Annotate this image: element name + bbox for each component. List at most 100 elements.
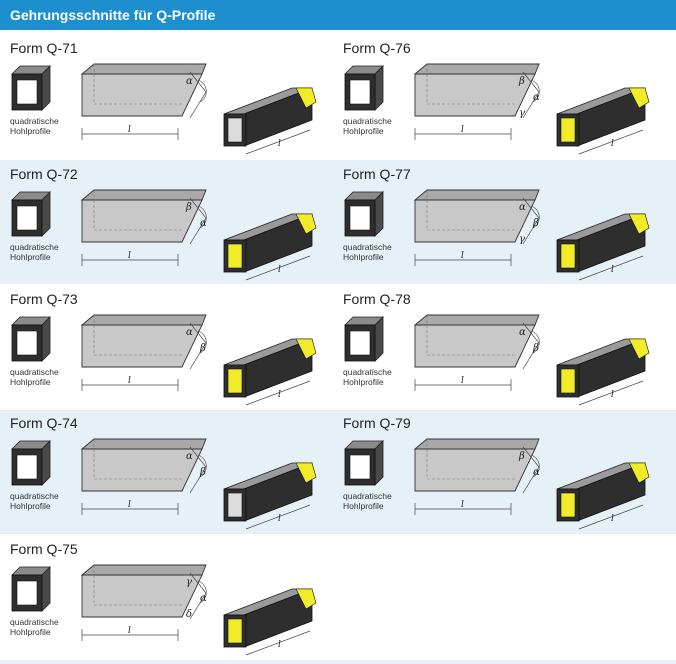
form-title: Form Q-71 [10, 40, 78, 56]
iso-length-line [245, 129, 311, 155]
front-opening [227, 492, 243, 518]
angle-label: γ [519, 234, 525, 245]
iso-view: l [556, 87, 650, 155]
angle-label: γ [186, 577, 192, 588]
profile-icon [11, 440, 51, 486]
angle-wedge [522, 71, 540, 119]
plan-body [414, 199, 536, 243]
icon-side-face [41, 566, 51, 612]
plan-top [80, 63, 207, 75]
angle-wedge [189, 322, 207, 370]
angle-label: β [532, 343, 539, 354]
length-label: l [128, 500, 131, 510]
plan-view: l [413, 63, 540, 140]
front-opening [227, 117, 243, 143]
form-diagram: l γαδ l [11, 564, 317, 656]
length-label: l [461, 251, 464, 261]
angle-arc [530, 79, 540, 103]
plan-body [81, 199, 203, 243]
iso-length-label: l [278, 640, 281, 650]
angle-markers: αβ [186, 446, 207, 494]
form-title: Form Q-76 [343, 40, 411, 56]
length-label: l [461, 500, 464, 510]
icon-side-face [41, 191, 51, 237]
form-title: Form Q-72 [10, 166, 78, 182]
iso-view: l [556, 338, 650, 406]
plan-view: l [80, 314, 207, 391]
icon-side-face [374, 65, 384, 111]
caption-line: quadratische [343, 491, 392, 501]
plan-view: l [413, 314, 540, 391]
angle-wedge [189, 572, 207, 620]
angle-label: α [186, 327, 193, 338]
angle-markers: αβ [186, 322, 207, 370]
angle-label: α [533, 92, 540, 103]
angle-label: α [519, 202, 526, 213]
form-title: Form Q-77 [343, 166, 411, 182]
iso-length-line [578, 129, 644, 155]
form-title: Form Q-73 [10, 291, 78, 307]
length-label: l [128, 376, 131, 386]
end-cut-face [628, 213, 650, 235]
caption-line: Hohlprofile [10, 501, 51, 511]
angle-label: β [532, 218, 539, 229]
form-title: Form Q-74 [10, 415, 78, 431]
front-cut-face [227, 368, 243, 394]
angle-label: δ [186, 609, 192, 620]
length-label: l [128, 125, 131, 135]
front-cut-face [560, 368, 576, 394]
angle-wedge [189, 197, 207, 245]
iso-length-line [245, 630, 311, 656]
iso-length-label: l [611, 139, 614, 149]
iso-view: l [223, 87, 317, 155]
caption-line: Hohlprofile [10, 627, 51, 637]
iso-view: l [223, 338, 317, 406]
angle-label: γ [519, 108, 525, 119]
plan-view: l [80, 438, 207, 515]
page-title: Gehrungsschnitte für Q-Profile [10, 7, 216, 23]
plan-view: l [413, 438, 540, 515]
bottom-divider [0, 660, 676, 664]
caption-line: quadratische [10, 242, 59, 252]
iso-length-line [245, 380, 311, 406]
profile-icon [344, 440, 384, 486]
angle-markers: γαδ [186, 572, 207, 620]
angle-label: α [200, 593, 207, 604]
angle-label: β [518, 76, 525, 87]
form-title: Form Q-78 [343, 291, 411, 307]
angle-wedge [189, 71, 207, 119]
plan-view: l [80, 63, 207, 140]
profile-icon [11, 191, 51, 237]
angle-label: α [186, 76, 193, 87]
iso-length-label: l [278, 265, 281, 275]
iso-length-line [578, 380, 644, 406]
caption-line: quadratische [343, 116, 392, 126]
plan-body [81, 324, 203, 368]
profile-icon [11, 316, 51, 362]
plan-top [413, 438, 540, 450]
end-cut-face [628, 462, 650, 484]
icon-side-face [41, 440, 51, 486]
iso-length-label: l [611, 514, 614, 524]
angle-label: β [518, 451, 525, 462]
length-label: l [128, 626, 131, 636]
angle-markers: α [186, 71, 207, 119]
angle-arc [197, 79, 207, 103]
plan-body [81, 73, 203, 117]
angle-label: α [186, 451, 193, 462]
plan-top [80, 189, 207, 201]
angle-label: β [185, 202, 192, 213]
iso-length-label: l [278, 390, 281, 400]
plan-body [81, 574, 203, 618]
angle-label: α [200, 218, 207, 229]
caption-line: quadratische [10, 617, 59, 627]
end-cut-face [295, 338, 317, 360]
